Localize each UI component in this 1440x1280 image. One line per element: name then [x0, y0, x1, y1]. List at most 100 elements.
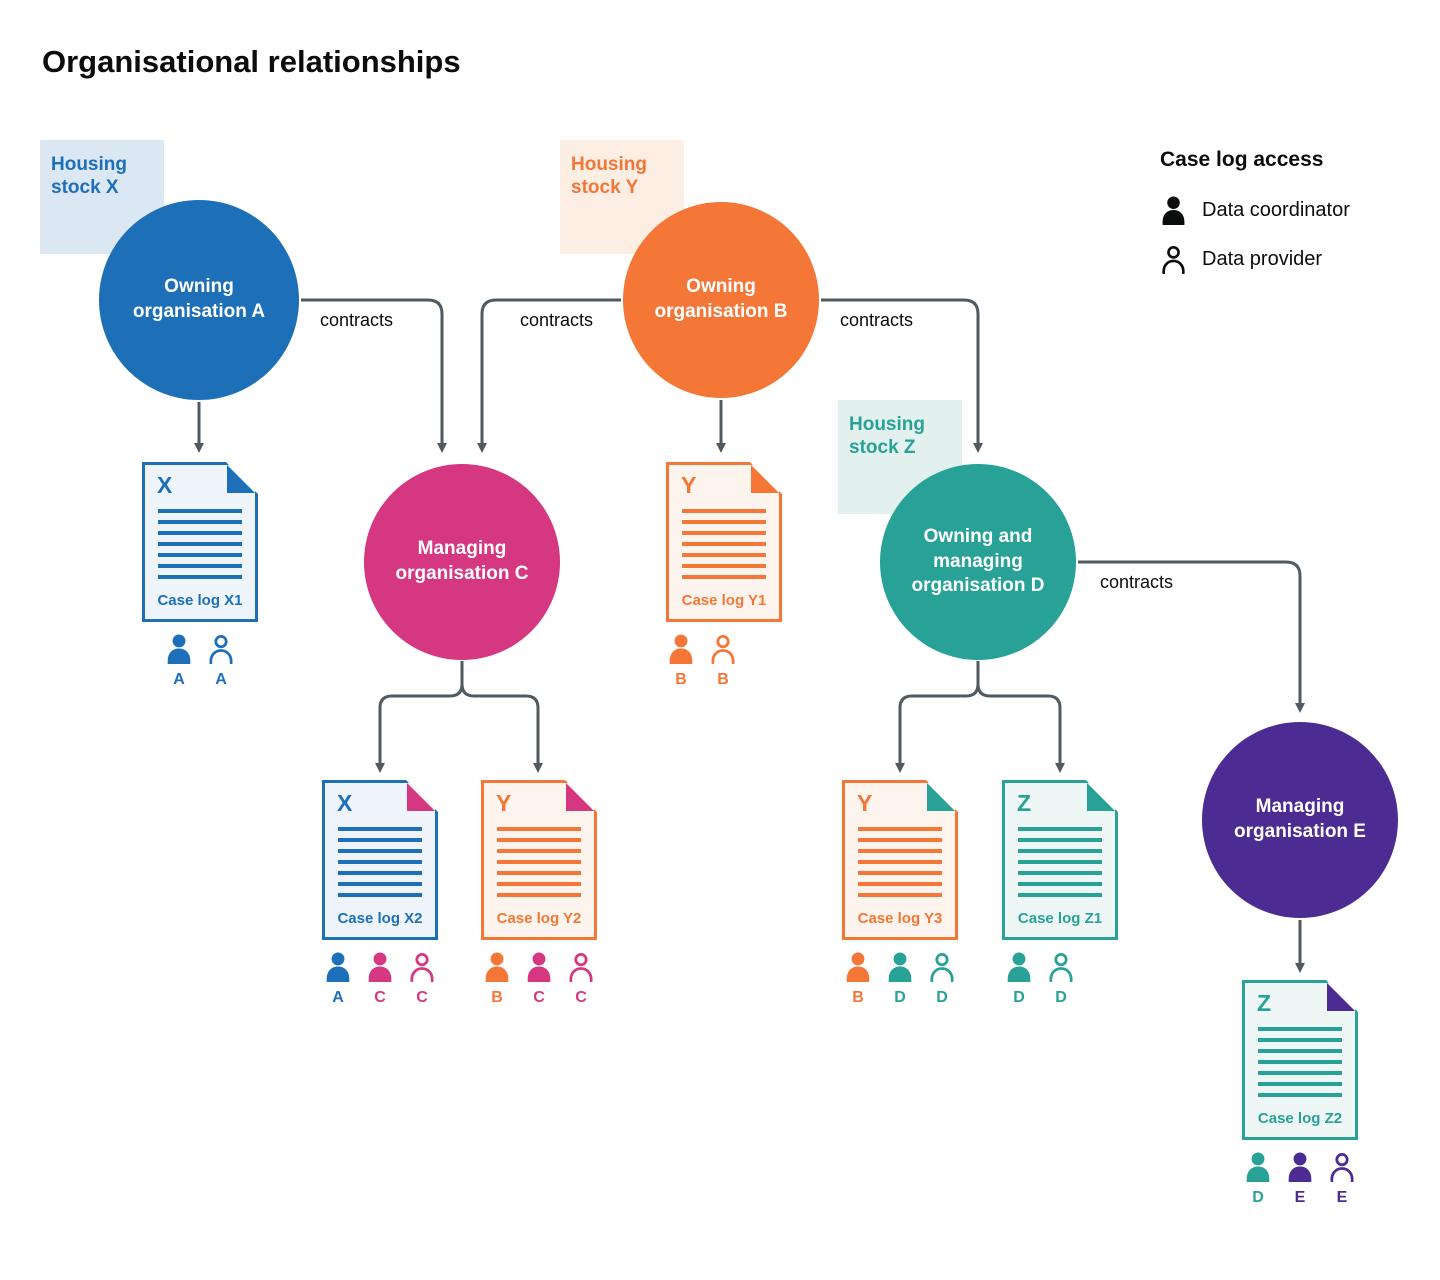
access-letter: C — [533, 989, 545, 1006]
data-coordinator-icon — [667, 634, 695, 664]
access-cell: B — [708, 634, 738, 689]
org-label-d: Owning and managing organisation D — [911, 525, 1045, 597]
data-provider-icon — [1047, 952, 1075, 982]
legend-item-data-provider: Data provider — [1160, 245, 1350, 274]
access-letter: D — [1252, 1189, 1264, 1206]
case-log-y1-doc: Y Case log Y1 — [666, 462, 782, 622]
access-cell: D — [1243, 1152, 1273, 1207]
access-cell: E — [1327, 1152, 1357, 1207]
access-cell: D — [1004, 952, 1034, 1007]
org-label-e: Managing organisation E — [1234, 796, 1366, 842]
access-letter: C — [416, 989, 428, 1006]
access-letter: A — [332, 989, 344, 1006]
data-provider-icon — [1160, 245, 1187, 274]
data-coordinator-icon — [324, 952, 352, 982]
case-log-label: Case log Z1 — [1017, 910, 1103, 927]
access-cell: D — [927, 952, 957, 1007]
folded-corner-icon — [227, 465, 255, 493]
doc-letter: Z — [1257, 990, 1272, 1016]
case-log-label: Case log Z2 — [1257, 1110, 1343, 1127]
arrow-d-to-y3 — [895, 661, 980, 773]
doc-text-lines — [497, 827, 581, 897]
page-title: Organisational relationships — [42, 44, 461, 79]
doc-text-lines — [158, 509, 242, 579]
access-letter: D — [1055, 989, 1067, 1006]
data-coordinator-icon — [165, 634, 193, 664]
org-circle-a: Owning organisation A — [99, 200, 299, 400]
doc-letter: X — [157, 472, 173, 498]
arrow-c-to-y2 — [460, 661, 543, 773]
legend: Case log access Data coordinator Data pr… — [1160, 148, 1350, 294]
case-log-label: Case log X1 — [157, 592, 243, 609]
access-letter: C — [575, 989, 587, 1006]
access-letter: E — [1294, 1189, 1306, 1206]
legend-item-data-coordinator: Data coordinator — [1160, 196, 1350, 225]
access-cell: B — [666, 634, 696, 689]
access-cell: C — [407, 952, 437, 1007]
access-letter: A — [215, 671, 227, 688]
data-coordinator-icon — [525, 952, 553, 982]
data-coordinator-icon — [366, 952, 394, 982]
folded-corner-icon — [1087, 783, 1115, 811]
org-circle-d: Owning and managing organisation D — [880, 464, 1076, 660]
org-circle-c: Managing organisation C — [364, 464, 560, 660]
folded-corner-icon — [751, 465, 779, 493]
housing-stock-z-tag: Housing stock Z — [838, 400, 962, 514]
data-coordinator-icon — [483, 952, 511, 982]
doc-letter: Y — [496, 790, 512, 816]
case-log-z1-access: D D — [1004, 952, 1076, 1007]
case-log-label: Case log Y3 — [857, 910, 943, 927]
access-cell: E — [1285, 1152, 1315, 1207]
data-coordinator-icon — [1005, 952, 1033, 982]
org-label-a: Owning organisation A — [132, 276, 266, 322]
legend-title: Case log access — [1160, 148, 1324, 171]
doc-text-lines — [338, 827, 422, 897]
data-provider-icon — [709, 634, 737, 664]
legend-item-label: Data coordinator — [1202, 199, 1350, 221]
org-circle-b: Owning organisation B — [623, 202, 819, 398]
data-coordinator-icon — [1286, 1152, 1314, 1182]
doc-letter: X — [337, 790, 353, 816]
access-cell: D — [1046, 952, 1076, 1007]
folded-corner-icon — [927, 783, 955, 811]
access-letter: B — [675, 671, 687, 688]
case-log-z2-access: D E E — [1243, 1152, 1357, 1207]
case-log-y2-doc: Y Case log Y2 — [481, 780, 597, 940]
arrow-b-to-c — [477, 298, 621, 453]
contracts-label-d-e: contracts — [1100, 572, 1174, 592]
access-letter: A — [173, 671, 185, 688]
arrow-c-to-x2 — [375, 661, 464, 773]
folded-corner-icon — [566, 783, 594, 811]
doc-text-lines — [858, 827, 942, 897]
access-letter: B — [852, 989, 864, 1006]
case-log-label: Case log X2 — [337, 910, 423, 927]
contracts-label-a-c: contracts — [320, 310, 394, 330]
access-cell: B — [843, 952, 873, 1007]
legend-item-label: Data provider — [1202, 248, 1323, 270]
data-provider-icon — [207, 634, 235, 664]
access-letter: D — [1013, 989, 1025, 1006]
doc-letter: Y — [681, 472, 697, 498]
doc-text-lines — [1018, 827, 1102, 897]
contracts-label-b-c: contracts — [520, 310, 594, 330]
case-log-label: Case log Y1 — [681, 592, 767, 609]
access-letter: E — [1336, 1189, 1348, 1206]
data-provider-icon — [408, 952, 436, 982]
access-letter: C — [374, 989, 386, 1006]
case-log-x2-doc: X Case log X2 — [322, 780, 438, 940]
arrow-d-to-z1 — [976, 661, 1065, 773]
access-letter: D — [936, 989, 948, 1006]
access-letter: B — [717, 671, 729, 688]
data-coordinator-icon — [886, 952, 914, 982]
case-log-x1-doc: X Case log X1 — [142, 462, 258, 622]
arrow-b-to-d — [821, 298, 983, 453]
org-circle-e: Managing organisation E — [1202, 722, 1398, 918]
case-log-y2-access: B C C — [482, 952, 596, 1007]
case-log-y3-doc: Y Case log Y3 — [842, 780, 958, 940]
case-log-x2-access: A C C — [323, 952, 437, 1007]
access-cell: A — [323, 952, 353, 1007]
access-letter: B — [491, 989, 503, 1006]
contracts-label-b-d: contracts — [840, 310, 914, 330]
